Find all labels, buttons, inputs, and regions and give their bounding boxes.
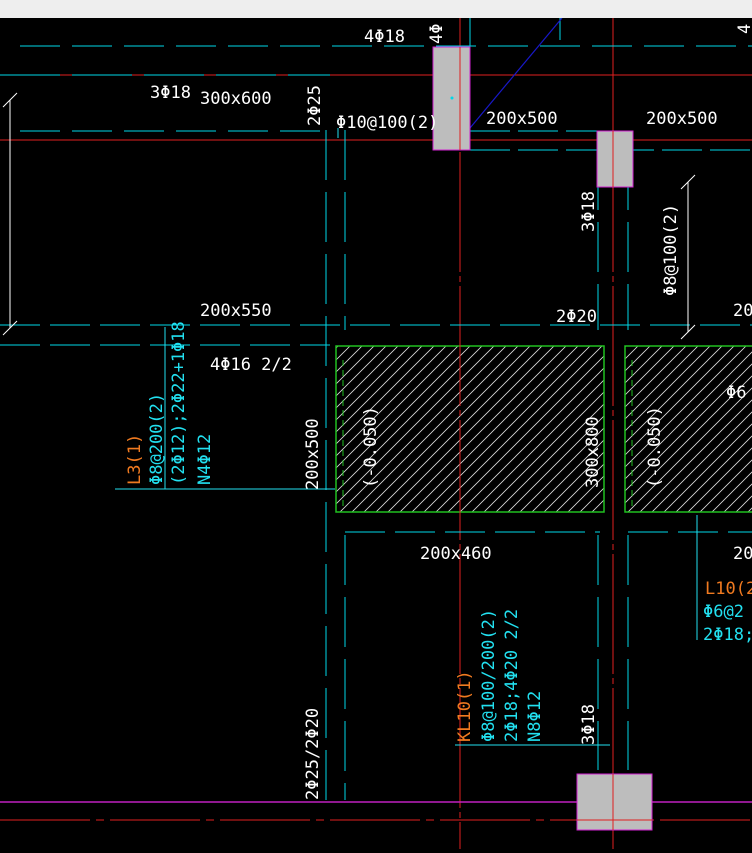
label-t19: L3(1) [125,434,145,485]
label-t10: Φ8@100(2) [661,204,681,296]
window-top-strip [0,0,752,18]
label-t3: 3Φ18 [150,83,191,103]
beam-lines [0,18,752,800]
label-t5: 2Φ25 [305,85,325,126]
label-t13: 20 [733,301,752,321]
label-t34: 2Φ25/2Φ20 [303,708,323,800]
label-t31: N8Φ12 [525,691,545,742]
label-t33: 3Φ18 [579,704,599,745]
label-t20: 200x500 [303,418,323,490]
label-t27: Φ6@2 [703,602,744,622]
label-t6: Φ10@100(2) [336,113,438,133]
label-t25: 20 [733,544,752,564]
label-t28: 2Φ18;2 [703,625,752,645]
cad-drawing-canvas[interactable]: 4Φ18 3Φ18 300x600 Φ10@100(2) 200x500 200… [0,17,752,849]
label-t29: Φ8@100/200(2) [479,609,499,742]
column-1[interactable] [432,46,471,151]
slab-left[interactable] [335,345,605,513]
label-t7: 200x500 [486,109,558,129]
label-t24: 200x460 [420,544,492,564]
label-t8: 200x500 [646,109,718,129]
label-t22: 300x800 [583,416,603,488]
label-t14: 4Φ16 2/2 [210,355,292,375]
label-t30: 2Φ18;4Φ20 2/2 [502,609,522,742]
label-t16: Φ8@200(2) [147,393,167,485]
column-3[interactable] [576,773,653,831]
label-t9: 3Φ18 [579,191,599,232]
label-t21: (-0.050) [361,406,381,488]
leader-lines [115,128,698,746]
label-t4: 300x600 [200,89,272,109]
label-t32: KL10(1) [455,670,475,742]
diagonal-line [469,17,563,129]
axis-overlay [459,47,652,830]
label-t18: N4Φ12 [195,434,215,485]
label-t2: 4Φ [427,24,447,44]
label-t35: 4 [735,24,752,34]
column-2[interactable] [596,130,634,188]
label-t23: (-0.050) [645,406,665,488]
label-t11: 200x550 [200,301,272,321]
label-t1: 4Φ18 [364,27,405,47]
label-t15: Φ6 [726,383,746,403]
dimension-lines [2,92,696,340]
label-t12: 2Φ20 [556,307,597,327]
label-t26: L10(2 [705,579,752,599]
label-t17: (2Φ12);2Φ22+1Φ18 [169,321,189,485]
slab-right[interactable] [624,345,752,513]
